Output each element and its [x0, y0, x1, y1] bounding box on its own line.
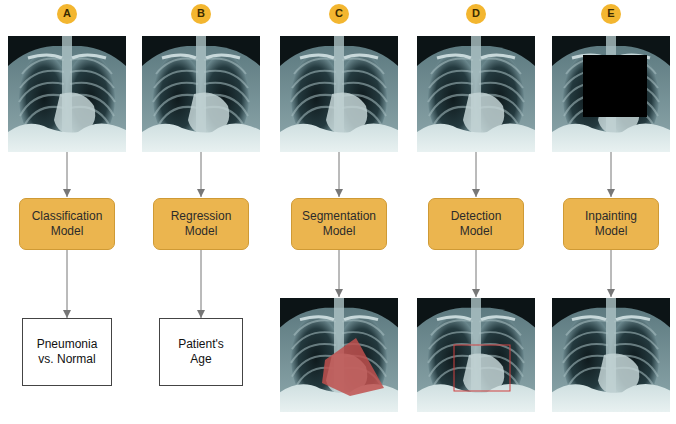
chest-xray: [417, 298, 535, 412]
chest-xray: [552, 36, 670, 152]
chest-xray: [280, 298, 398, 412]
node-label: Classification Model: [26, 209, 108, 239]
model-box: Inpainting Model: [563, 198, 659, 250]
chest-xray: [8, 36, 126, 152]
column-badge: C: [329, 4, 349, 24]
node-label: Pneumonia vs. Normal: [33, 337, 101, 367]
segmentation-mask: [322, 338, 384, 396]
column-badge: A: [57, 4, 77, 24]
chest-xray: [552, 298, 670, 412]
input-xrays: [8, 36, 670, 152]
output-arrow: [611, 250, 612, 297]
node-label: D: [472, 7, 480, 21]
output-arrow: [339, 250, 340, 297]
chest-xray: [142, 36, 260, 152]
output-box: Pneumonia vs. Normal: [22, 318, 112, 386]
model-box: Regression Model: [153, 198, 249, 250]
input-arrow: [476, 152, 477, 197]
chest-xray: [417, 36, 535, 152]
connector-arrow: [201, 250, 202, 318]
input-arrow: [67, 152, 68, 197]
node-label: C: [335, 7, 343, 21]
input-arrow: [339, 152, 340, 197]
input-arrow: [201, 152, 202, 197]
layout-arrows: [67, 152, 611, 297]
node-label: B: [197, 7, 205, 21]
output-arrow: [476, 250, 477, 297]
column-badge: D: [466, 4, 486, 24]
node-label: Segmentation Model: [298, 209, 380, 239]
connector-arrow: [67, 250, 68, 318]
output-box: Patient's Age: [159, 318, 243, 386]
node-label: Inpainting Model: [570, 209, 652, 239]
node-label: Detection Model: [435, 209, 517, 239]
connector-layer: [67, 250, 201, 318]
model-box: Detection Model: [428, 198, 524, 250]
input-arrow: [611, 152, 612, 197]
inpainting-mask: [583, 55, 647, 117]
model-box: Classification Model: [19, 198, 115, 250]
column-badge: E: [601, 4, 621, 24]
node-label: Patient's Age: [170, 337, 232, 367]
node-label: E: [607, 7, 614, 21]
detection-box: [454, 345, 510, 391]
node-label: Regression Model: [160, 209, 242, 239]
column-badge: B: [191, 4, 211, 24]
model-box: Segmentation Model: [291, 198, 387, 250]
chest-xray: [280, 36, 398, 152]
output-xrays: [280, 298, 670, 412]
node-label: A: [63, 7, 71, 21]
